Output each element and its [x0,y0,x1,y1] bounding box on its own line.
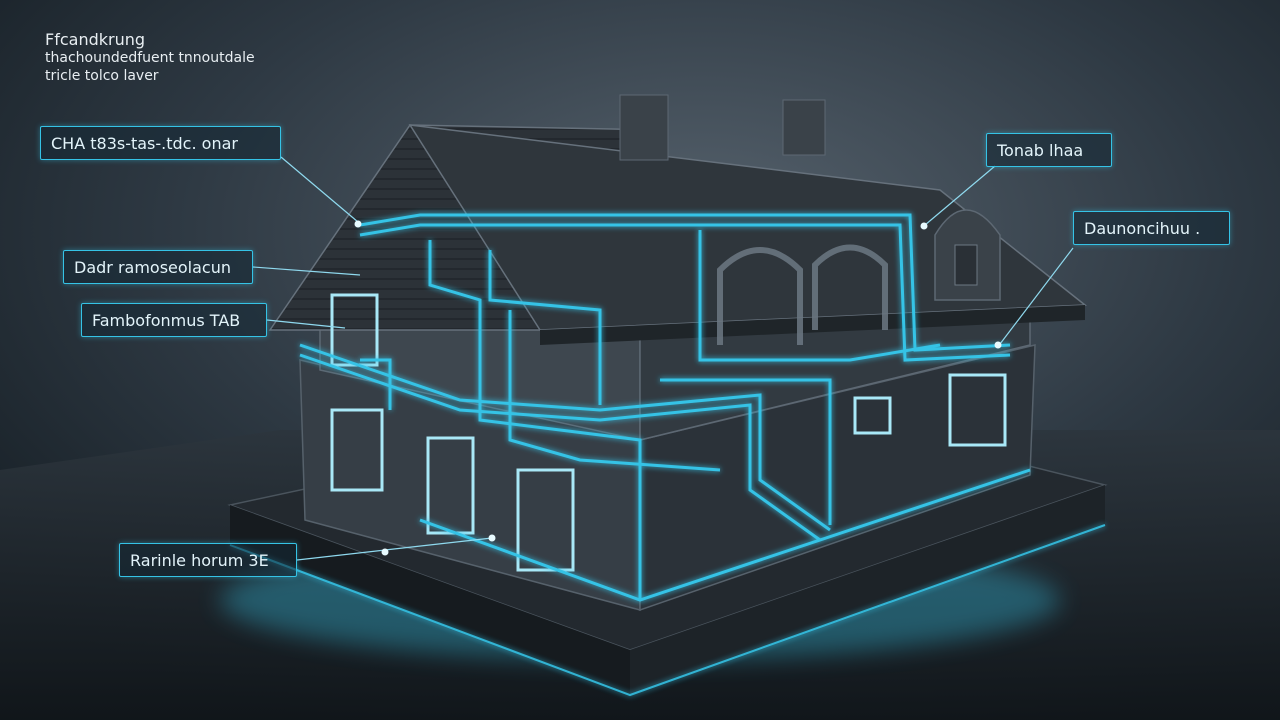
heading-subtitle-line-2: tricle tolco laver [45,67,159,84]
callout-bottom-left: Rarinle horum 3E [119,543,297,577]
windows [330,293,1007,572]
callout-dots [354,220,1002,556]
chimney-right [782,99,826,156]
glow-circuit-lines [299,213,1031,602]
callout-middle-left-1: Dadr ramoseolacun [63,250,253,284]
interior-arches [717,244,888,345]
callout-leaders [252,156,1074,561]
callout-middle-left-2: Fambofonmus TAB [81,303,267,337]
heading-title: Ffcandkrung [45,30,146,49]
house-roof [268,94,1088,345]
callout-top-left: CHA t83s-tas-.tdc. onar [40,126,281,160]
heading-block: Ffcandkrung thachoundedfuent tnnoutdale … [45,30,255,85]
callout-right: Daunoncihuu . [1073,211,1230,245]
callout-top-right: Tonab lhaa [986,133,1112,167]
chimney-left [619,94,669,161]
heading-subtitle-line-1: thachoundedfuent tnnoutdale [45,50,255,66]
